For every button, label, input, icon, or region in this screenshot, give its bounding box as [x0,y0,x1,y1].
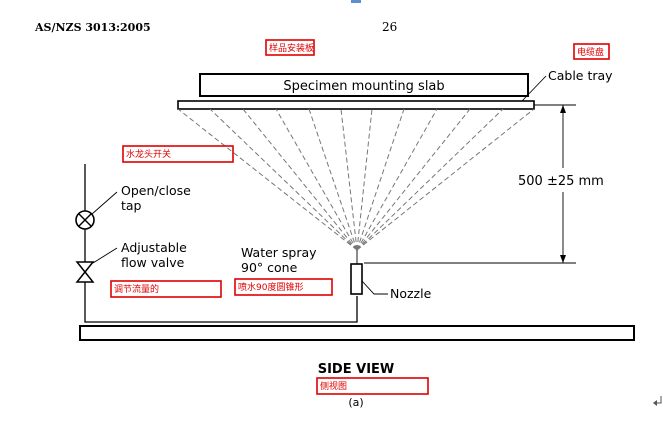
tap-label-line2: tap [121,198,142,213]
spray-line [356,108,504,251]
annotation-box-tray [573,43,610,60]
water-spray-label-line2: 90° cone [241,260,298,275]
cable-tray-leader [521,75,547,102]
spray-line [356,108,438,251]
annotation-box-spray [234,278,333,296]
standard-header: AS/NZS 3013:2005 [34,21,151,34]
annotation-spray: 喷水90度圆锥形 [238,281,303,293]
base-slab [79,325,635,341]
circle-x-valve-icon [75,210,95,230]
spray-line [356,108,405,251]
annotation-view: 侧视图 [320,380,347,392]
page-number: 26 [382,20,397,34]
spray-line [308,108,358,251]
specimen-slab [199,73,529,97]
annotation-box-valve [110,280,222,298]
spray-line [356,108,471,251]
spray-cone [177,108,535,251]
spray-line [177,108,358,251]
annotation-tray: 电缆盘 [577,46,604,58]
top-blue-mark [351,0,361,3]
specimen-slab-label: Specimen mounting slab [283,79,444,94]
figure-caption: (a) [348,396,363,409]
view-title: SIDE VIEW [318,362,395,377]
spray-line [209,108,358,251]
nozzle-leader [361,280,388,295]
valve-leader [92,247,118,264]
valve-label-line2: flow valve [121,255,185,270]
annotation-box-tap [122,145,234,163]
annotation-tap: 水龙头开关 [126,148,171,160]
spray-line [242,108,358,251]
annotation-valve: 调节流量的 [114,283,159,295]
cable-tray-label: Cable tray [548,68,613,83]
annotation-box-slab [265,39,315,56]
supply-pipe-lower [84,282,358,323]
valve-label-line1: Adjustable [121,240,187,255]
tap-leader [91,191,118,215]
spray-line [275,108,358,251]
nozzle [350,263,363,295]
dimension-label: 500 ±25 mm [518,174,604,189]
spray-line [356,108,535,251]
tap-label-line1: Open/close [121,183,191,198]
annotation-slab: 样品安装板 [269,42,314,54]
return-arrow-icon [653,396,662,406]
water-spray-label-line1: Water spray [241,245,317,260]
annotation-box-view [316,377,429,395]
cable-tray [177,100,535,110]
bowtie-valve-icon [75,261,95,283]
spray-line [356,108,373,251]
dimension-arrow-bottom [560,255,566,263]
nozzle-label: Nozzle [390,286,432,301]
dimension-arrow-top [560,105,566,113]
spray-line [340,108,358,251]
